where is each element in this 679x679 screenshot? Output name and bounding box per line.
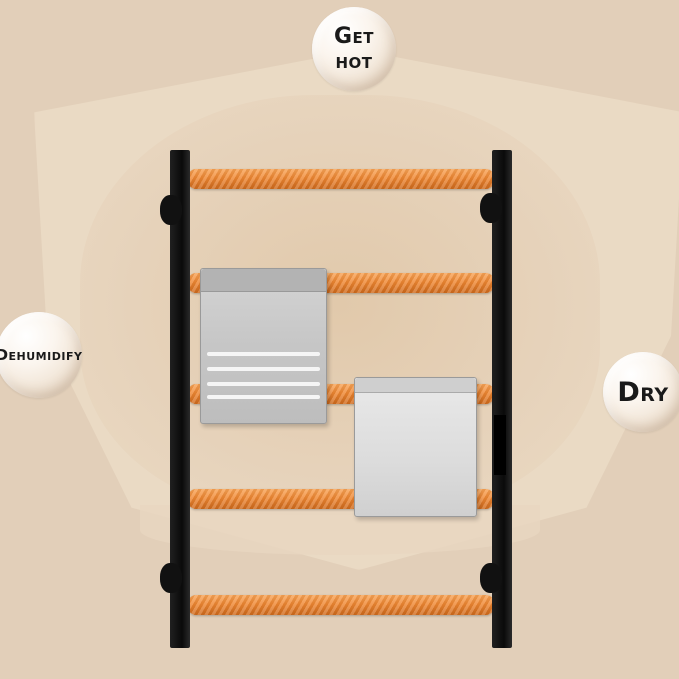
dehumidify-label: Dehumidify: [0, 346, 83, 364]
towel-stripe: [207, 382, 320, 386]
shield-bottom-glow: [140, 505, 540, 555]
dry-bubble: Dry: [603, 352, 679, 432]
heated-rod-1: [188, 169, 494, 189]
towel-stripe: [207, 367, 320, 371]
wall-mount-top-right: [480, 193, 502, 223]
gray-striped-towel: [200, 268, 327, 424]
towel-fold: [355, 378, 476, 393]
towel-fold: [201, 269, 326, 292]
dry-label: Dry: [617, 376, 669, 408]
wall-mount-bottom-left: [160, 563, 182, 593]
towel-stripe: [207, 352, 320, 356]
get-hot-bubble: Get hot: [312, 7, 396, 91]
blurred-bathroom-background: [80, 95, 600, 515]
wall-mount-top-left: [160, 195, 182, 225]
left-frame-post: [170, 150, 190, 648]
right-frame-post: [492, 150, 512, 648]
get-hot-label: Get hot: [333, 24, 375, 74]
towel-stripe: [207, 395, 320, 399]
heated-rod-5: [188, 595, 494, 615]
white-towel: [354, 377, 477, 517]
wall-mount-bottom-right: [480, 563, 502, 593]
dehumidify-bubble: Dehumidify: [0, 312, 82, 398]
power-switch: [494, 415, 506, 475]
